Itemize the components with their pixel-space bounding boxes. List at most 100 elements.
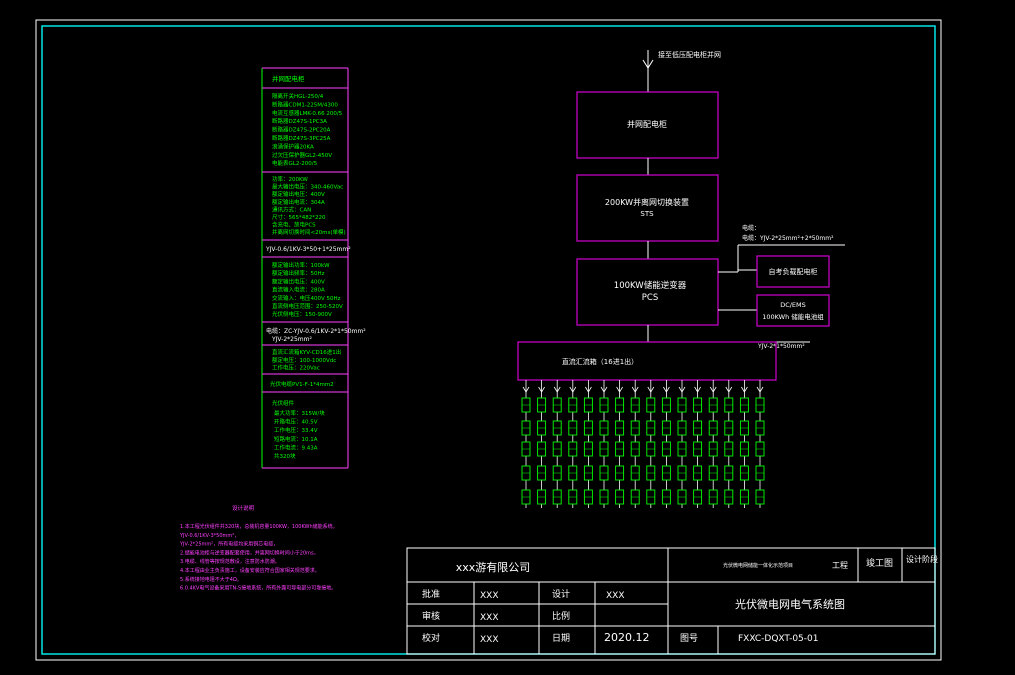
spec-cable-1: YJV-0.6/1KV-3*50+1*25mm² [265, 246, 351, 253]
spec-group-2: 功率：200KW最大输出电压：340-460Vac额定输出电压：400V额定输出… [272, 175, 346, 236]
note-line: 6.0.4KV电气设备采用TN-S接地系统，所有外露可导电部分可靠接地。 [180, 585, 336, 592]
design-value: XXX [606, 591, 625, 601]
note-line: YJV-2*25mm²，所有电缆均采用铜芯电缆， [179, 541, 278, 548]
outer-frame [35, 19, 942, 661]
pv-strings [521, 380, 765, 508]
pv-string-arrow [725, 386, 733, 393]
spec-line: 短路电流：10.1A [274, 435, 318, 443]
spec-line: 额定输出电压：400V [272, 190, 325, 198]
note-line: 5.系统接地电阻不大于4Ω。 [180, 576, 242, 583]
pv-string-arrow [522, 386, 530, 393]
grid-note: 接至低压配电柜并网 [658, 50, 721, 59]
combiner-label: 直流汇流箱（16进1出） [562, 357, 638, 366]
spec-line: 直流侧电压范围：250-520V [272, 302, 343, 310]
pv-string-arrow [647, 386, 655, 393]
spec-line: 直流输入电流：280A [272, 286, 325, 294]
spec-group-3: 额定输出功率：100kW额定输出频率：50Hz额定输出电压：400V直流输入电流… [272, 261, 343, 318]
spec-line: 隔离开关HGL-250/4 [272, 92, 324, 100]
note-line: 3.电缆、线管等按规范敷设，注意防水防潮。 [180, 558, 280, 565]
spec-line: 浪涌保护器20KA [272, 142, 314, 150]
spec-group5-title: 光伏组件 [272, 399, 295, 407]
grid-feed-arrow [642, 59, 654, 69]
spec-line: 断路器DZ47S-1PC3A [272, 117, 327, 125]
pv-string-arrow [678, 386, 686, 393]
drawing-title: 光伏微电网电气系统图 [735, 597, 845, 611]
spec-group-1: 隔离开关HGL-250/4断路器CDM1-225M/4300电流互感器LMK-0… [272, 92, 343, 167]
pv-string-arrow [569, 386, 577, 393]
spec-line: 额定输出频率：50Hz [272, 269, 325, 277]
design-stage-label: 设计阶段 [906, 554, 938, 564]
title-block-frame [406, 547, 936, 655]
review-value: XXX [480, 613, 499, 623]
drawing-no: FXXC-DQXT-05-01 [738, 634, 818, 644]
spec-cable-3: 光伏电缆PV1-F-1*4mm2 [270, 380, 334, 388]
spec-line: 额定输出功率：100kW [272, 261, 330, 269]
spec-panel: 并网配电柜 隔离开关HGL-250/4断路器CDM1-225M/4300电流互感… [261, 67, 366, 469]
spec-line: 过欠压保护器GL2-450V [272, 151, 332, 159]
spec-line: 额定输出电流：304A [272, 198, 325, 206]
spec-cable-2a: 电缆：ZC-YJV-0.6/1KV-2*1*50mm² [266, 327, 366, 335]
pv-string-arrow [616, 386, 623, 393]
grid-cabinet-label: 并网配电柜 [627, 119, 667, 129]
cable-ac-2: 电缆：YJV-2*25mm²+2*50mm² [742, 234, 834, 242]
gongcheng-label: 工程 [832, 561, 848, 570]
spec-line: 额定电压：100-1000Vdc [272, 356, 336, 364]
sts-box [576, 174, 719, 242]
pv-string-arrow [600, 386, 608, 393]
spec-line: 最大输出电压：340-460Vac [272, 183, 343, 191]
battery-label-1: DC/EMS [780, 301, 806, 309]
notes-lines: 1.本工程光伏组件共320块，总装机容量100KW，100KWh储能系统。 YJV… [179, 523, 338, 592]
check-label: 校对 [422, 632, 440, 644]
pcs-box [576, 258, 719, 326]
spec-group-5: 最大功率：315W/块开路电压：40.5V工作电压：33.4V短路电流：10.1… [274, 409, 325, 460]
title-block: xxx游有限公司 光伏微电网储能一体化示范项目 工程 竣工图 设计阶段 批准 X… [406, 547, 938, 655]
date-label: 日期 [552, 633, 570, 644]
pv-string-arrow [538, 386, 545, 393]
drawing-no-label: 图号 [680, 633, 698, 644]
cable-ac-1: 电缆： [742, 224, 760, 232]
spec-line: 开路电压：40.5V [274, 418, 318, 426]
ac-cabinet-label: 自考负载配电柜 [769, 267, 818, 276]
pv-string-arrow [631, 386, 639, 393]
pv-string-arrow [553, 386, 561, 393]
spec-title: 并网配电柜 [272, 74, 305, 83]
spec-line: 最大功率：315W/块 [274, 409, 325, 417]
spec-line: 断路器DZ47S-3PC25A [272, 134, 331, 142]
ac-cabinet-box [756, 255, 830, 288]
jungong-label: 竣工图 [866, 557, 893, 569]
spec-line: 通讯方式：CAN [272, 205, 311, 213]
date-value: 2020.12 [604, 631, 650, 644]
scale-label: 比例 [552, 610, 570, 622]
pv-string-arrow [756, 386, 764, 393]
pv-string-arrow [585, 386, 592, 393]
battery-box [756, 294, 830, 327]
approve-label: 批准 [422, 588, 440, 600]
note-line: 2.储能电池柜与逆变器配套使用，并离网切换时间小于20ms。 [180, 549, 319, 556]
spec-line: 含充电、放电PCS [272, 221, 316, 229]
pv-string-arrow [694, 386, 701, 393]
spec-line: 直流汇流箱KYV-CD16进1出 [272, 348, 341, 356]
pv-string-arrow [741, 386, 748, 393]
spec-line: 工作电压：220Vac [272, 364, 320, 372]
pcs-label-1: 100KW储能逆变器 [614, 280, 687, 291]
spec-line: 额定输出电压：400V [272, 277, 325, 285]
spec-group-4: 直流汇流箱KYV-CD16进1出额定电压：100-1000Vdc工作电压：220… [272, 348, 341, 372]
cable-combiner: YJV-2*1*50mm² [757, 343, 805, 350]
review-label: 审核 [422, 610, 440, 622]
spec-line: 电流互感器LMK-0.66 200/5 [272, 109, 343, 117]
spec-line: 并离网切换时间<20ms(单模) [272, 228, 346, 236]
notes-title: 设计说明 [232, 504, 255, 512]
spec-line: 交流输入：电压400V 50Hz [272, 294, 341, 302]
spec-line: 电能表GL2-200/5 [272, 159, 318, 167]
pv-string-arrow [709, 386, 717, 393]
spec-line: 断路器DZ47S-2PC20A [272, 126, 331, 134]
inner-frame [41, 25, 936, 655]
note-line: 1.本工程光伏组件共320块，总装机容量100KW，100KWh储能系统。 [180, 523, 338, 530]
note-line: YJV-0.6/1KV-3*50mm²， [179, 533, 239, 539]
check-value: XXX [480, 635, 499, 645]
spec-line: 共320块 [274, 452, 296, 460]
sts-label-2: STS [640, 210, 654, 218]
spec-line: 功率：200KW [272, 175, 308, 183]
spec-line: 工作电流：9.43A [274, 443, 318, 451]
company-name: xxx游有限公司 [456, 560, 531, 574]
